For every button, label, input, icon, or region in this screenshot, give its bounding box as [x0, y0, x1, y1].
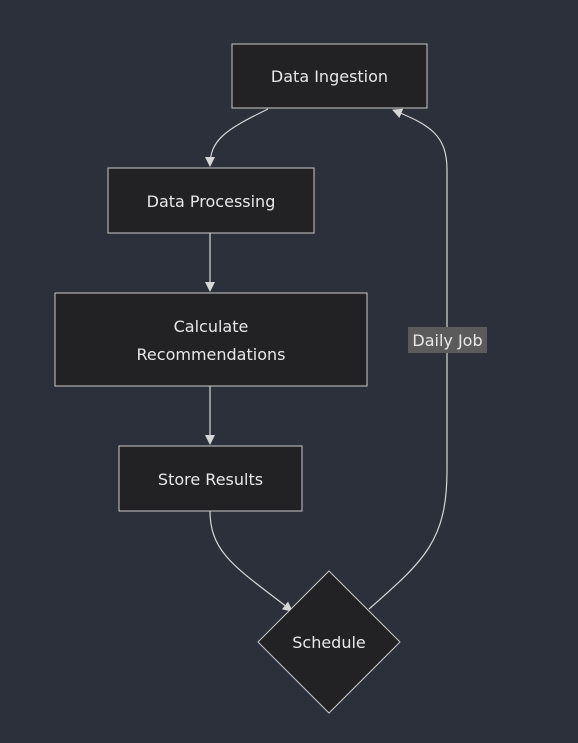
node-store-results-label: Store Results [158, 470, 263, 489]
edge-schedule-to-ingestion [368, 108, 448, 610]
node-calculate-label-line2: Recommendations [137, 345, 286, 364]
edge-label-daily-job: Daily Job [408, 327, 487, 353]
edge-ingestion-to-processing [205, 108, 269, 167]
node-data-ingestion[interactable]: Data Ingestion [231, 43, 428, 109]
edge-store-to-schedule [209, 510, 293, 612]
node-data-processing[interactable]: Data Processing [107, 167, 315, 234]
node-calculate-label-line1: Calculate [174, 317, 249, 336]
node-store-results[interactable]: Store Results [118, 445, 303, 512]
node-schedule[interactable]: Schedule [257, 570, 401, 714]
node-schedule-label: Schedule [292, 633, 366, 652]
node-calculate-recommendations[interactable]: Calculate Recommendations [54, 292, 368, 387]
node-data-processing-label: Data Processing [147, 192, 276, 211]
node-data-ingestion-label: Data Ingestion [271, 67, 388, 86]
edge-label-daily-job-text: Daily Job [412, 331, 482, 350]
